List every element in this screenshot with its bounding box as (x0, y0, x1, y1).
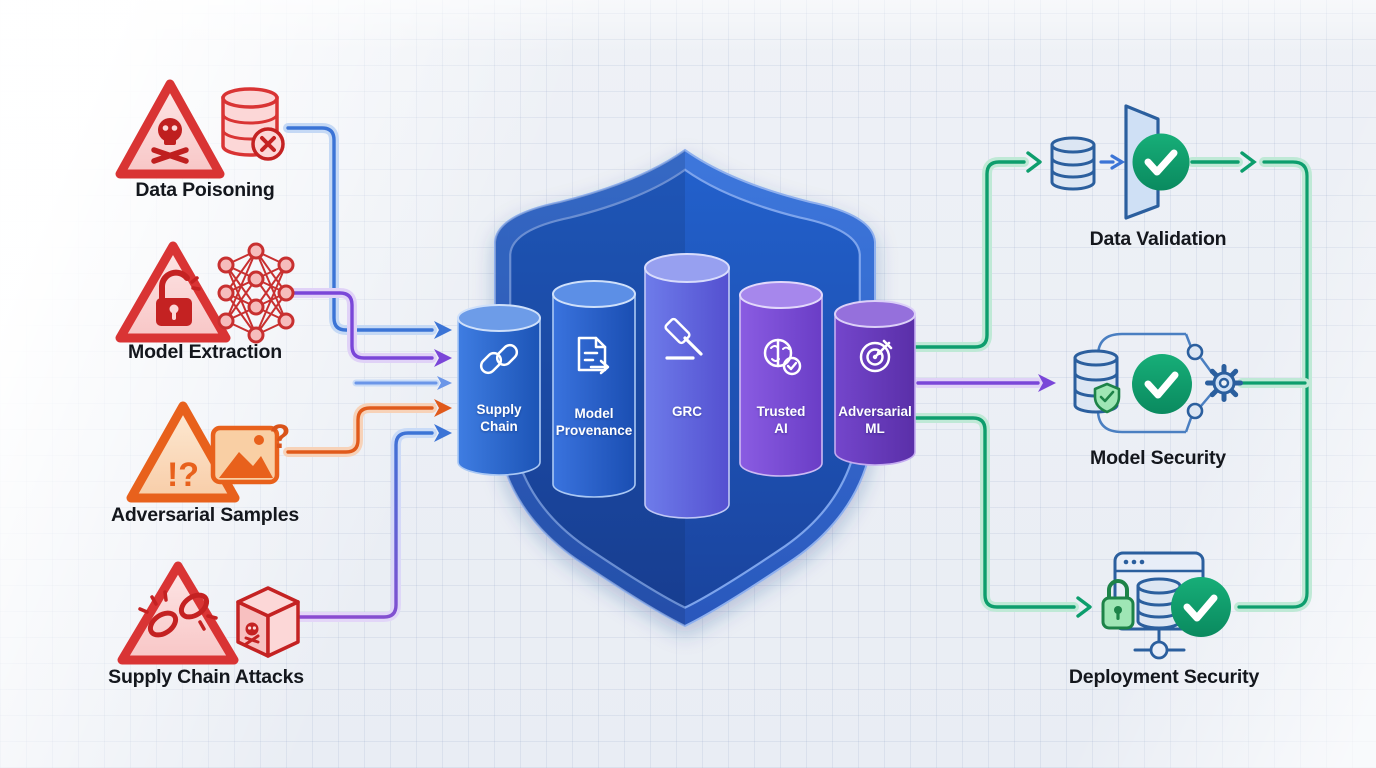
brain-check-icon (763, 338, 802, 376)
network-node-icon (1133, 627, 1186, 660)
pillar-label-model-provenance: Model Provenance (555, 406, 633, 439)
gavel-icon (664, 317, 703, 360)
threat-label-data-poisoning: Data Poisoning (135, 179, 275, 201)
node-icon (1186, 343, 1204, 361)
check-circle-icon (1132, 354, 1192, 414)
target-dart-icon (859, 339, 893, 373)
model-security-icon (1073, 332, 1243, 434)
pillar-trusted-ai (739, 281, 823, 477)
alert-interrobang-text: !? (167, 456, 199, 494)
arrow-shield-to-model-security (913, 374, 1056, 392)
pillar-label-grc: GRC (672, 404, 702, 419)
outcome-label-deployment-security: Deployment Security (1068, 666, 1260, 688)
skull-warning-database-icon (115, 79, 285, 179)
pillar-grc (644, 253, 730, 519)
small-arrow-icon (1099, 154, 1126, 170)
threat-label-supply-chain-attacks: Supply Chain Attacks (108, 666, 304, 688)
arrow-data-poisoning-to-shield (283, 123, 452, 339)
pillar-supply-chain (457, 304, 541, 476)
node-icon (1186, 402, 1204, 420)
arrow-model-extraction-to-shield (283, 288, 452, 367)
lock-icon (1101, 579, 1135, 630)
outcome-label-data-validation: Data Validation (1089, 228, 1227, 250)
image-question-text: ? (270, 418, 291, 456)
open-lock-warning-neural-net-icon (115, 241, 295, 344)
gear-icon (1205, 364, 1243, 402)
pillar-model-provenance (552, 280, 636, 498)
pillar-label-adversarial-ml: Adversarial ML (838, 404, 912, 437)
arrow-supply-chain-attacks-to-shield (283, 424, 452, 622)
connector-right-edge (1234, 157, 1312, 612)
deployment-security-icon (1101, 551, 1231, 660)
check-circle-icon (1171, 577, 1231, 637)
broken-chain-warning-package-icon (117, 561, 300, 665)
arrow-shield-to-deployment-security (911, 413, 1092, 618)
data-validation-icon (1050, 104, 1190, 220)
document-arrow-icon (577, 336, 610, 375)
pillar-label-trusted-ai: Trusted AI (756, 404, 806, 437)
shield-check-badge-icon (1093, 382, 1121, 414)
arrow-data-validation-out (1187, 151, 1257, 173)
outcome-label-model-security: Model Security (1090, 447, 1226, 469)
pillar-label-supply-chain: Supply Chain (476, 402, 522, 435)
database-icon (1050, 136, 1096, 191)
arrow-adversarial-samples-to-shield (283, 399, 452, 457)
warning-image-icon: !? ? (126, 401, 291, 503)
threat-label-adversarial-samples: Adversarial Samples (110, 504, 300, 526)
threat-label-model-extraction: Model Extraction (128, 341, 282, 363)
arrow-shield-to-data-validation (911, 151, 1042, 352)
arrow-middle-to-shield (352, 376, 452, 390)
chain-link-icon (479, 343, 519, 375)
pillar-adversarial-ml (834, 300, 916, 466)
check-circle-icon (1132, 133, 1190, 191)
